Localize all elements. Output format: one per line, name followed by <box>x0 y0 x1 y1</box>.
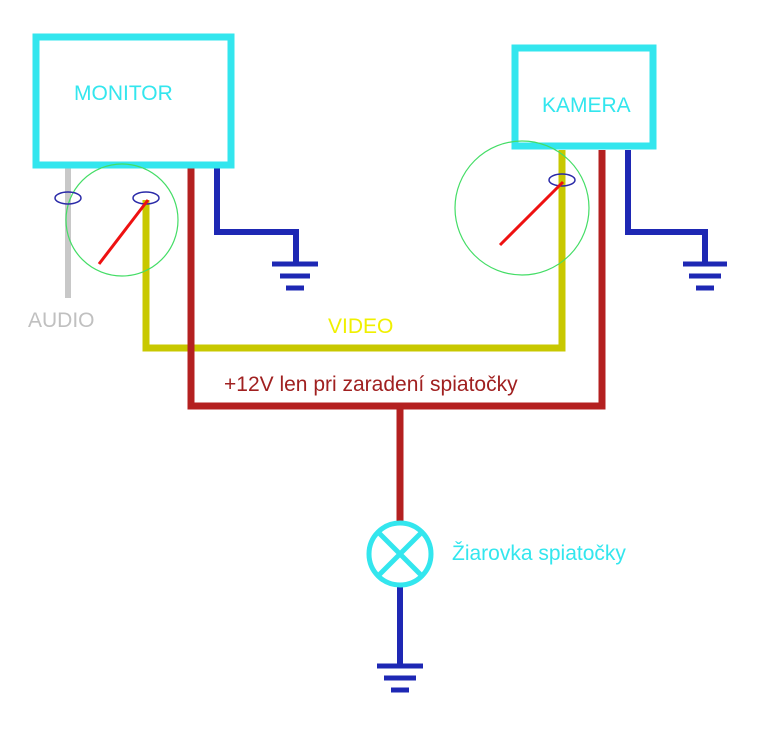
camera-connector-pin <box>498 180 565 247</box>
camera-box <box>511 44 657 150</box>
bulb-ground-icon <box>377 663 423 693</box>
camera-ground-wire <box>625 150 708 262</box>
monitor-label: MONITOR <box>74 82 173 105</box>
bulb-label: Žiarovka spiatočky <box>452 542 626 565</box>
audio-connector-ring <box>54 191 82 205</box>
bulb-lamp-icon <box>366 520 434 588</box>
monitor-ground-icon <box>272 261 318 291</box>
monitor-connector-circle <box>65 163 179 277</box>
power-label: +12V len pri zaradení spiatočky <box>224 373 518 396</box>
power-wire <box>187 150 606 410</box>
camera-video-connector-ring <box>548 173 576 187</box>
monitor-ground-wire <box>214 168 299 262</box>
camera-connector-circle <box>454 140 590 276</box>
video-wire <box>142 150 566 352</box>
camera-ground-icon <box>683 261 727 291</box>
monitor-connector-pin <box>97 199 150 265</box>
video-label: VIDEO <box>328 315 393 338</box>
camera-label: KAMERA <box>542 94 631 117</box>
audio-label: AUDIO <box>28 309 95 332</box>
